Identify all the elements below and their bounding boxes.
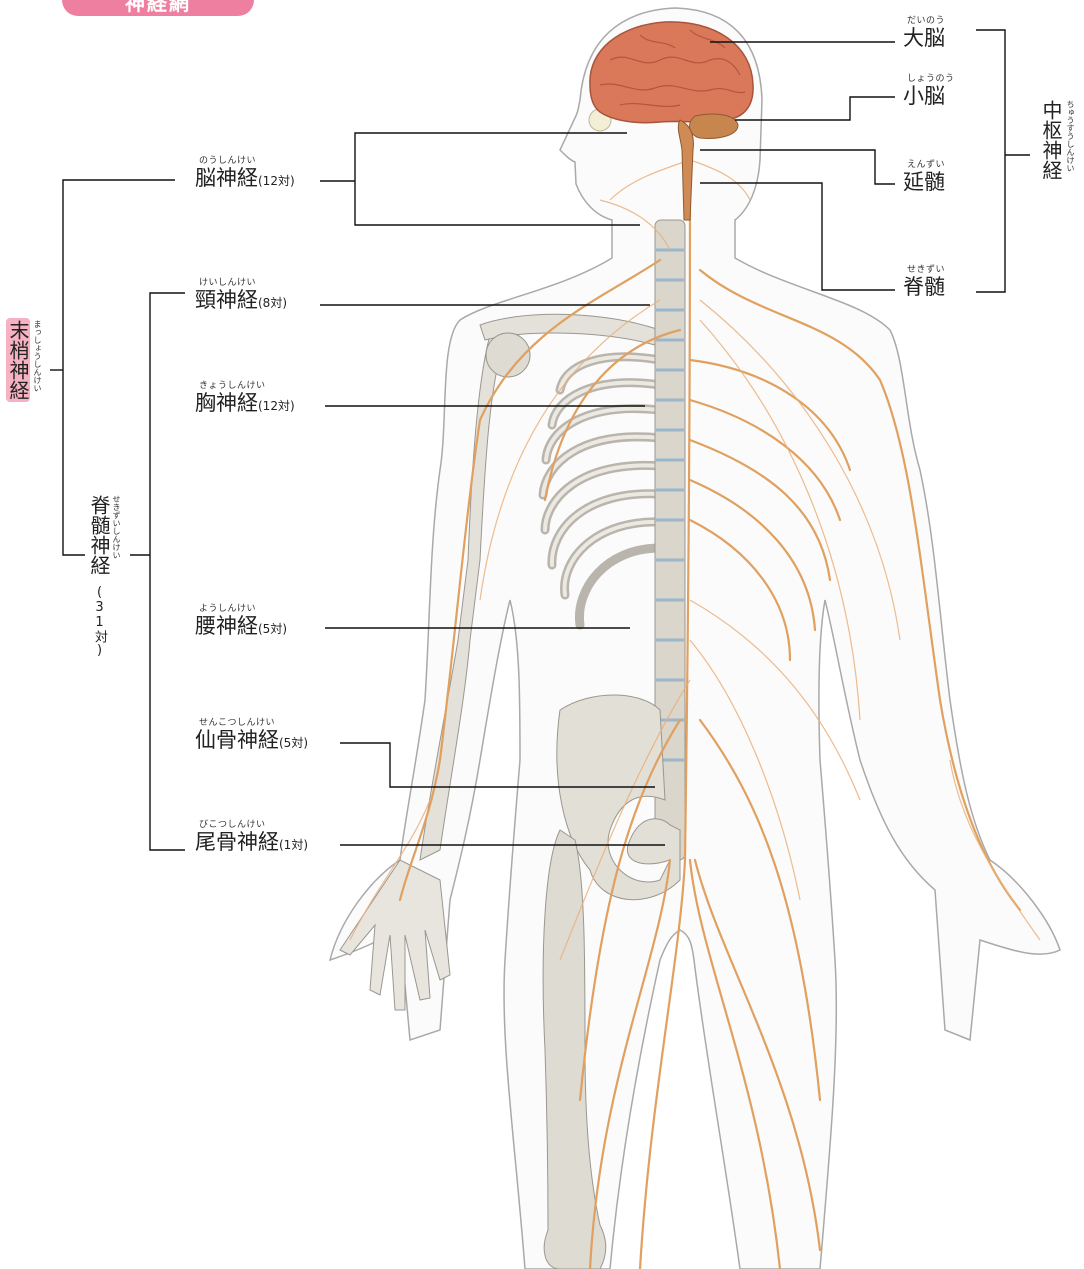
- brain-cerebellum: [690, 114, 738, 138]
- label-medulla: えんずい 延髄: [903, 160, 945, 194]
- label-spinal-nerves-pairs: (31対): [92, 585, 106, 658]
- label-cerebrum: だいのう 大脳: [903, 16, 945, 50]
- ruby-central-nervous-system: ちゅうすうしんけい: [1066, 100, 1075, 200]
- label-peripheral-nervous-system: 末梢神経: [6, 318, 30, 402]
- ruby-peripheral-nervous-system: まっしょうしんけい: [33, 320, 42, 430]
- label-lumbar-nerves: ようしんけい 腰神経(5対): [195, 604, 287, 638]
- label-sacral-nerves: せんこつしんけい 仙骨神経(5対): [195, 718, 308, 752]
- label-cranial-nerves: のうしんけい 脳神経(12対): [195, 156, 295, 190]
- ruby-spinal-nerves: せきずいしんけい: [112, 495, 121, 590]
- label-thoracic-nerves: きょうしんけい 胸神経(12対): [195, 381, 295, 415]
- label-cervical-nerves: けいしんけい 頸神経(8対): [195, 278, 287, 312]
- label-spinal-nerves: 脊髄神経: [88, 495, 110, 575]
- label-cerebellum: しょうのう 小脳: [903, 74, 955, 108]
- label-central-nervous-system: 中枢神経: [1040, 100, 1062, 180]
- label-coccygeal-nerves: びこつしんけい 尾骨神経(1対): [195, 820, 308, 854]
- body-outline: [330, 8, 1060, 1269]
- label-spinal-cord: せきずい 脊髄: [903, 265, 945, 299]
